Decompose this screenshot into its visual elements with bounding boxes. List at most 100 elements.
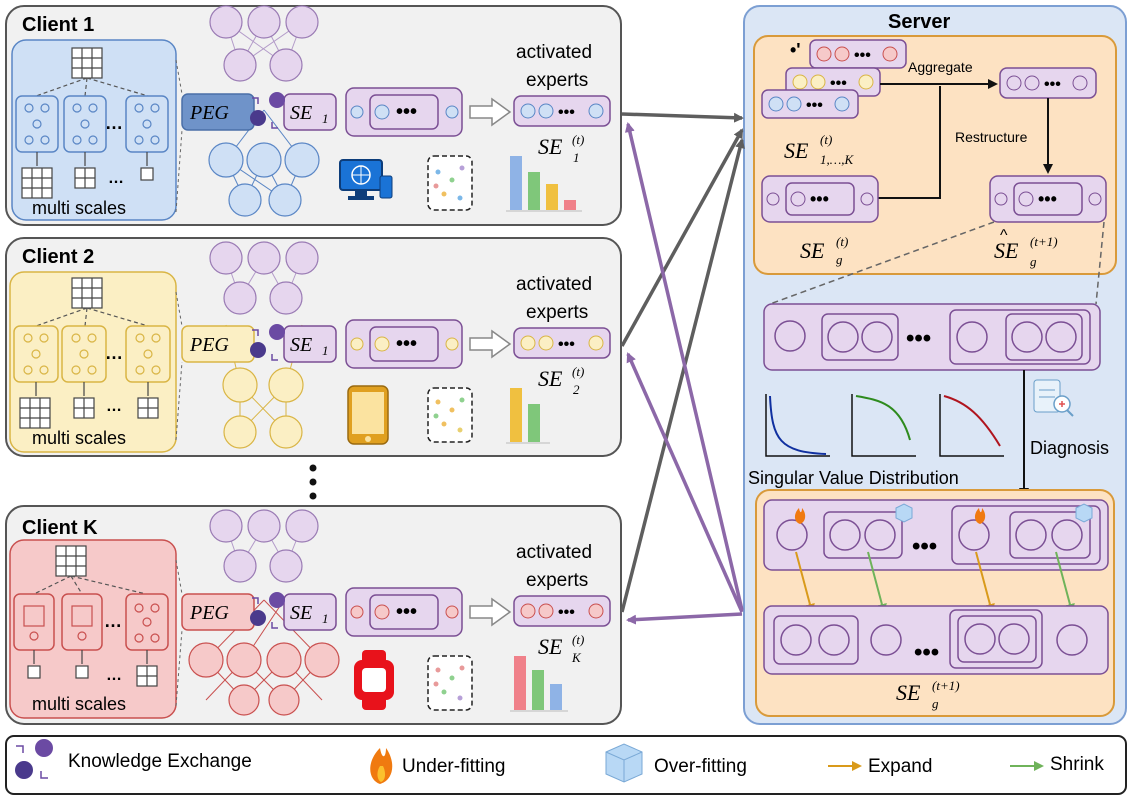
se-hat-sub: g bbox=[1030, 254, 1037, 269]
client-2-se-sup: (t) bbox=[572, 364, 584, 379]
grid-icon bbox=[71, 47, 103, 79]
client-1-peg-label: PEG bbox=[189, 102, 229, 124]
client-2-activated-label: activated bbox=[516, 274, 592, 295]
shrink-arrow bbox=[1055, 551, 1075, 614]
client-k-title: Client K bbox=[22, 517, 98, 539]
client-1-data-sample bbox=[427, 155, 473, 211]
svg-text:•••: ••• bbox=[558, 104, 575, 121]
client-1-se-index: 1 bbox=[322, 111, 329, 126]
client-k-se-output-label: SE bbox=[538, 634, 563, 659]
client-1-scale-grids bbox=[21, 152, 154, 199]
singular-value-label: Singular Value Distribution bbox=[748, 468, 959, 488]
client-k-se-sub: K bbox=[571, 650, 582, 665]
knowledge-exchange-icon bbox=[15, 739, 53, 779]
client-2-peg-label: PEG bbox=[189, 334, 229, 356]
flame-icon bbox=[794, 508, 986, 524]
ellipsis-icon: ••• bbox=[396, 601, 417, 623]
monitor-icon bbox=[339, 159, 393, 200]
shrink-arrow bbox=[867, 551, 887, 614]
hollow-arrow bbox=[469, 329, 512, 359]
client-k-se-block bbox=[283, 593, 337, 631]
client-2-se-block bbox=[283, 325, 337, 363]
se-all-sub: 1,…,K bbox=[820, 152, 855, 167]
svg-text:•••: ••• bbox=[830, 75, 847, 92]
se-next-sup: (t+1) bbox=[932, 678, 960, 693]
client-1-experts-label: experts bbox=[526, 70, 588, 91]
svg-text:•••: ••• bbox=[810, 189, 829, 209]
watch-icon bbox=[354, 650, 394, 710]
singular-value-plot-2 bbox=[851, 394, 916, 457]
client-k-peg-label: PEG bbox=[189, 602, 229, 624]
svg-text:•••: ••• bbox=[558, 604, 575, 621]
vertical-ellipsis-icon bbox=[309, 464, 317, 500]
svg-text:•••: ••• bbox=[1038, 189, 1057, 209]
se-next-sub: g bbox=[932, 696, 939, 711]
grid-icon bbox=[71, 277, 103, 309]
legend-knowledge-exchange: Knowledge Exchange bbox=[68, 751, 252, 772]
client-2-se-label: SE bbox=[290, 334, 312, 356]
svg-text:•••: ••• bbox=[558, 336, 575, 353]
restructure-label: Restructure bbox=[955, 129, 1028, 145]
hat-accent: ^ bbox=[1000, 227, 1008, 244]
client-k-experts-label: experts bbox=[526, 570, 588, 591]
client-1-se-label: SE bbox=[290, 102, 312, 124]
legend-under-fitting: Under-fitting bbox=[402, 756, 506, 777]
client-k-activated-experts bbox=[513, 595, 611, 627]
global-expert-line bbox=[878, 86, 941, 199]
client-2-multi-scales-label: multi scales bbox=[32, 428, 126, 448]
legend-expand: Expand bbox=[868, 756, 932, 777]
client-k-se-sup: (t) bbox=[572, 632, 584, 647]
se-g-sub: g bbox=[836, 252, 843, 267]
ellipsis-icon: … bbox=[106, 398, 122, 415]
client-2-bar-chart-icon bbox=[506, 388, 550, 444]
ice-cube-icon bbox=[895, 503, 1093, 523]
client-2-data-sample bbox=[427, 387, 473, 443]
download-arrows bbox=[624, 122, 744, 625]
client-1-mini-networks bbox=[15, 95, 169, 153]
client-1-activated-experts bbox=[513, 95, 611, 127]
client-2-title: Client 2 bbox=[22, 246, 94, 268]
client-k-bar-chart-icon bbox=[510, 656, 568, 712]
client-k-se-index: 1 bbox=[322, 611, 329, 626]
client-1-title: Client 1 bbox=[22, 14, 94, 36]
client-k-backbone-network bbox=[188, 509, 340, 716]
client-k-panel: Client K … … multi scales bbox=[5, 505, 622, 725]
ice-cube-icon bbox=[605, 743, 643, 783]
expand-arrow bbox=[795, 551, 815, 614]
ellipsis-icon: … bbox=[106, 667, 122, 684]
se-g-label: SE bbox=[800, 238, 825, 263]
client-1-multi-scales-label: multi scales bbox=[32, 198, 126, 218]
legend: Knowledge Exchange Under-fitting Over-fi… bbox=[5, 735, 1127, 795]
ellipsis-icon: ••• bbox=[396, 333, 417, 355]
diagnosis-icon bbox=[1033, 379, 1074, 417]
client-2-scale-grids bbox=[19, 382, 159, 429]
client-k-se-label: SE bbox=[290, 602, 312, 624]
client-1-backbone-network bbox=[208, 5, 320, 217]
singular-value-plot-1 bbox=[765, 394, 830, 457]
hollow-arrow bbox=[469, 597, 512, 627]
client-1-se-output-label: SE bbox=[538, 134, 563, 159]
client-2-se-index: 1 bbox=[322, 343, 329, 358]
client-k-scale-grids bbox=[27, 650, 158, 687]
svg-text:•': •' bbox=[790, 40, 801, 60]
phone-icon bbox=[347, 385, 389, 445]
client-1-se-sub: 1 bbox=[573, 150, 580, 165]
upload-arrows bbox=[620, 112, 745, 613]
se-hat-sup: (t+1) bbox=[1030, 234, 1058, 249]
client-1-bar-chart-icon bbox=[506, 156, 582, 212]
client-k-mini-networks bbox=[13, 593, 169, 651]
svg-text:•••: ••• bbox=[914, 639, 939, 666]
ellipsis-icon: … bbox=[105, 343, 123, 363]
client-k-data-sample bbox=[427, 655, 473, 711]
se-next-label: SE bbox=[896, 680, 921, 705]
stacked-client-experts: •' ••• ••• ••• bbox=[761, 39, 907, 119]
svg-text:•••: ••• bbox=[806, 97, 823, 114]
svg-text:•••: ••• bbox=[906, 325, 931, 352]
flame-icon bbox=[370, 748, 393, 784]
se-all-sup: (t) bbox=[820, 132, 832, 147]
knowledge-exchange-icon bbox=[250, 92, 285, 129]
server-panel: Server •' ••• ••• ••• Aggregate ••• Rest… bbox=[743, 5, 1127, 725]
se-hat-label: SE bbox=[994, 238, 1019, 263]
client-k-activated-label: activated bbox=[516, 542, 592, 563]
hollow-arrow bbox=[469, 97, 512, 127]
